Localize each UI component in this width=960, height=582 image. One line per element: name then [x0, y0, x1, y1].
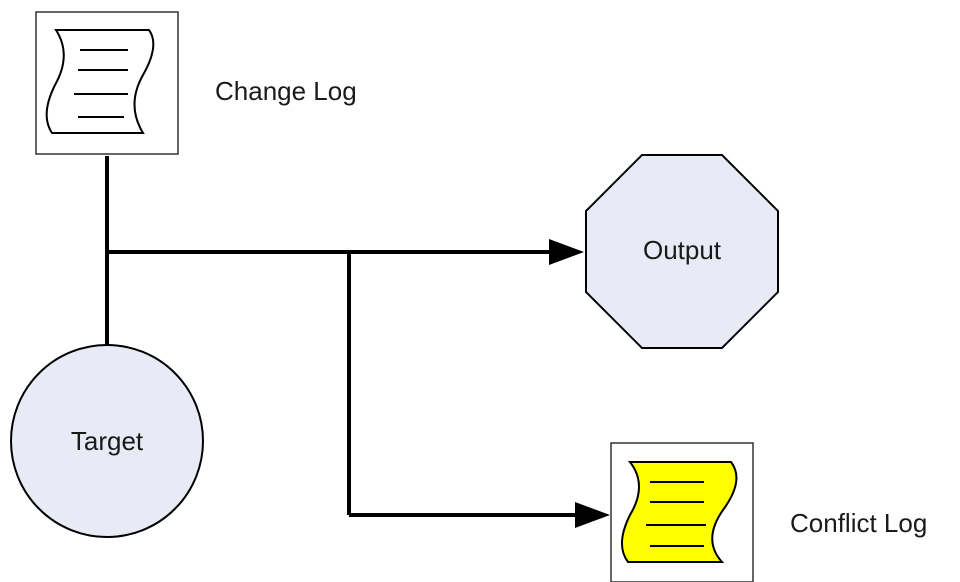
- target-label: Target: [71, 426, 144, 456]
- conflict-log-label: Conflict Log: [790, 508, 927, 538]
- conflict-log-node[interactable]: [610, 442, 754, 582]
- document-icon: [45, 29, 155, 134]
- change-log-label: Change Log: [215, 76, 357, 106]
- document-icon: [621, 461, 738, 563]
- target-node[interactable]: Target: [10, 344, 204, 538]
- output-node[interactable]: Output: [585, 154, 779, 349]
- circle-shape: [10, 344, 204, 538]
- arrowhead-to-conflict-log: [575, 502, 610, 528]
- change-log-node[interactable]: [35, 11, 179, 155]
- output-label: Output: [643, 235, 722, 265]
- octagon-shape: [585, 154, 779, 349]
- connectors: [105, 156, 575, 517]
- arrowheads: [549, 239, 610, 528]
- arrowhead-to-output: [549, 239, 584, 265]
